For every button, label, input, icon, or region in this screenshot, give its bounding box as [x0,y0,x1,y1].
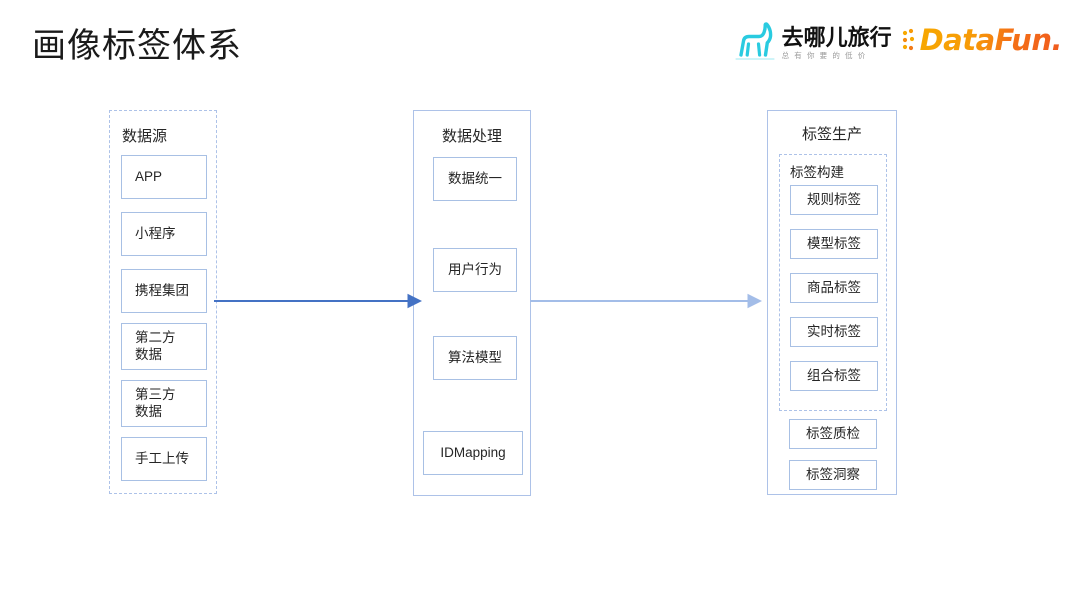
page-title: 画像标签体系 [32,27,242,65]
node-rule-tag[interactable]: 规则标签 [790,185,878,215]
qunar-wordmark: 去哪儿旅行 总有你要的低价 [781,24,892,61]
datafun-name: DataFun. [919,22,1063,57]
dots-icon [902,27,918,53]
column-title-data-source: 数据源 [122,128,168,145]
node-ctrip-group[interactable]: 携程集团 [121,269,207,313]
column-data-source: 数据源 APP 小程序 携程集团 第二方 数据 第三方 数据 手工上传 [109,110,217,494]
node-user-behavior[interactable]: 用户行为 [433,248,517,292]
node-second-party-data[interactable]: 第二方 数据 [121,323,207,370]
qunar-tagline: 总有你要的低价 [781,50,871,60]
subgroup-tag-construction: 标签构建 规则标签 模型标签 商品标签 实时标签 组合标签 [779,154,887,411]
node-composite-tag[interactable]: 组合标签 [790,361,878,391]
node-model-tag[interactable]: 模型标签 [790,229,878,259]
column-title-data-processing: 数据处理 [441,128,502,145]
node-tag-insight[interactable]: 标签洞察 [789,460,877,490]
arrow-source-to-processing [214,293,423,309]
arrow-processing-to-production [530,293,763,309]
column-data-processing: 数据处理 数据统一 用户行为 算法模型 IDMapping [413,110,531,496]
logo-bar: 去哪儿旅行 总有你要的低价 DataFun. [734,18,1063,62]
node-product-tag[interactable]: 商品标签 [790,273,878,303]
subgroup-title-tag-construction: 标签构建 [790,165,844,180]
node-tag-quality-check[interactable]: 标签质检 [789,419,877,449]
node-third-party-data[interactable]: 第三方 数据 [121,380,207,427]
camel-icon [734,22,778,60]
node-app[interactable]: APP [121,155,207,199]
node-id-mapping[interactable]: IDMapping [423,431,523,475]
node-manual-upload[interactable]: 手工上传 [121,437,207,481]
qunar-name: 去哪儿旅行 [781,24,892,50]
node-mini-program[interactable]: 小程序 [121,212,207,256]
column-tag-production: 标签生产 标签构建 规则标签 模型标签 商品标签 实时标签 组合标签 标签质检 … [767,110,897,495]
qunar-logo: 去哪儿旅行 总有你要的低价 [734,20,892,60]
datafun-logo: DataFun. [900,20,1063,60]
node-realtime-tag[interactable]: 实时标签 [790,317,878,347]
node-algorithm-model[interactable]: 算法模型 [433,336,517,380]
column-title-tag-production: 标签生产 [801,126,862,143]
node-data-unification[interactable]: 数据统一 [433,157,517,201]
